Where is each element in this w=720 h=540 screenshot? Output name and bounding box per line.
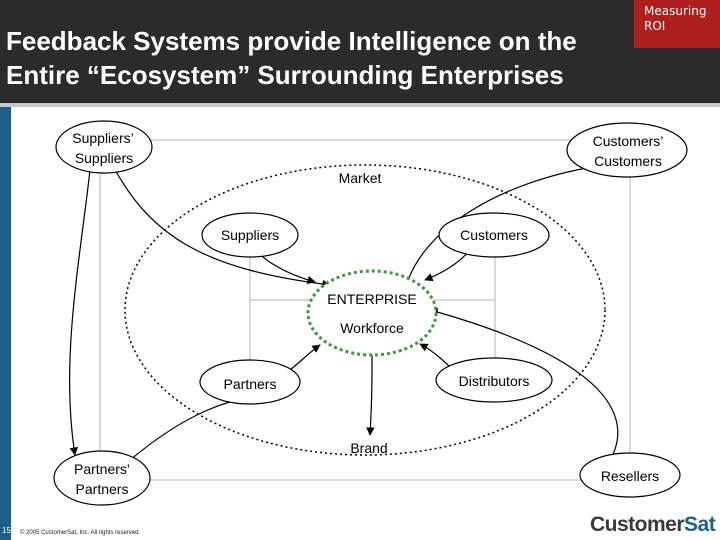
- customers-customers-node: [566, 122, 688, 178]
- enterprise-node: [306, 269, 438, 357]
- customers-node: [438, 212, 550, 258]
- logo-text-customer: Customer: [590, 513, 685, 536]
- slide-header: [0, 0, 720, 103]
- logo-text-sat: Sat: [684, 513, 716, 536]
- feedback-arrow: [429, 307, 619, 469]
- partners-partners-label: Partners: [76, 481, 129, 497]
- slide-title: Feedback Systems provide Intelligence on…: [6, 24, 626, 92]
- customers-customers-label: Customers: [594, 153, 662, 169]
- market-label: Market: [339, 170, 382, 186]
- suppliers-suppliers-label: Suppliers’: [72, 130, 133, 146]
- resellers-node: [579, 452, 681, 498]
- partners-partners-node: [53, 450, 151, 506]
- feedback-arrow: [129, 392, 261, 461]
- suppliers-node: [201, 212, 299, 258]
- workforce-label: Workforce: [340, 320, 404, 336]
- title-line-2: Entire “Ecosystem” Surrounding Enterpris…: [6, 60, 564, 90]
- page-number: 15: [2, 526, 11, 535]
- badge-line-2: ROI: [644, 19, 666, 33]
- feedback-arrow: [109, 159, 331, 289]
- distributors-node: [435, 357, 553, 403]
- partners-node: [199, 359, 301, 405]
- feedback-arrow: [289, 344, 321, 371]
- feedback-arrow: [402, 164, 606, 291]
- copyright-text: © 2005 CustomerSat, Inc. All rights rese…: [20, 530, 141, 536]
- feedback-arrow: [366, 354, 375, 436]
- feedback-arrow: [424, 249, 471, 282]
- title-line-1: Feedback Systems provide Intelligence on…: [6, 26, 577, 56]
- brand-label: Brand: [350, 440, 387, 456]
- distributors-label: Distributors: [459, 373, 530, 389]
- customers-label: Customers: [460, 227, 528, 243]
- header-divider: [0, 103, 720, 107]
- enterprise-label: ENTERPRISE: [327, 291, 416, 307]
- partners-partners-label: Partners’: [74, 461, 130, 477]
- partners-label: Partners: [224, 376, 277, 392]
- badge-line-1: Measuring: [644, 4, 707, 18]
- measuring-roi-badge: Measuring ROI: [634, 0, 720, 48]
- customersat-logo: CustomerSat: [590, 513, 716, 537]
- resellers-label: Resellers: [601, 468, 659, 484]
- feedback-arrow: [69, 169, 91, 456]
- ecosystem-frame: [99, 139, 631, 481]
- badge-label: Measuring ROI: [644, 4, 706, 34]
- suppliers-label: Suppliers: [221, 227, 279, 243]
- market-ellipse: [124, 164, 606, 456]
- suppliers-suppliers-label: Suppliers: [75, 150, 133, 166]
- suppliers-suppliers-node: [55, 120, 153, 174]
- left-accent-bar: [0, 107, 11, 540]
- customers-customers-label: Customers’: [593, 133, 664, 149]
